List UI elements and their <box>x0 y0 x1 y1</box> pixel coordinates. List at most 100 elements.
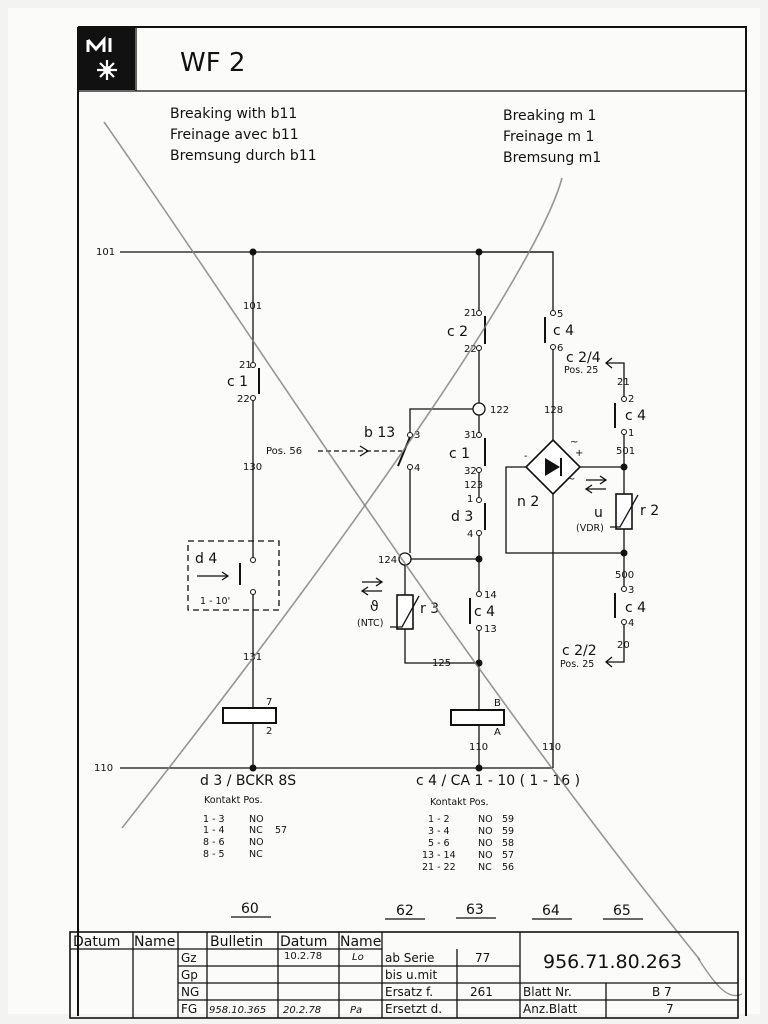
d3-contact-label: d 3 <box>451 509 473 525</box>
node-label-101: 101 <box>96 247 115 258</box>
d3-coil-terminal-2: 2 <box>266 726 272 737</box>
c4-mid-label: c 4 <box>474 604 495 620</box>
node-122 <box>472 402 486 416</box>
d3-terminal-1: 1 <box>467 494 473 505</box>
manufacturer-logo <box>79 28 135 90</box>
frame-top-right <box>78 26 747 1016</box>
c22-label: c 2/2 <box>562 643 597 659</box>
d3-coil-terminal-7: 7 <box>266 697 272 708</box>
d4-timer-box <box>187 540 280 611</box>
tb-anz-blatt-val: 7 <box>666 1002 674 1016</box>
svg-text:NO: NO <box>478 850 493 861</box>
right-table-row: 1 - 2 NO 59 <box>428 814 514 825</box>
tb-drawing-number: 956.71.80.263 <box>543 951 682 973</box>
tb-gp: Gp <box>181 968 198 982</box>
wire-125: 125 <box>432 658 451 669</box>
c2-terminal-21: 21 <box>464 308 477 319</box>
svg-text:8 - 6: 8 - 6 <box>203 837 225 848</box>
left-table-title: d 3 / BCKR 8S <box>200 773 296 789</box>
svg-text:58: 58 <box>502 838 514 849</box>
c24-label: c 2/4 <box>566 350 601 366</box>
svg-text:NO: NO <box>478 826 493 837</box>
svg-text:NC: NC <box>249 825 263 836</box>
c4-mid-terminal-14: 14 <box>484 590 497 601</box>
tb-fg: FG <box>181 1002 197 1016</box>
r2-vdr-resistor <box>615 493 633 530</box>
svg-text:59: 59 <box>502 826 514 837</box>
wire-124: 124 <box>378 555 397 566</box>
svg-text:8 - 5: 8 - 5 <box>203 849 225 860</box>
c4-r1-terminal-21: 21 <box>617 377 630 388</box>
n2-label: n 2 <box>517 494 539 510</box>
svg-text:~: ~ <box>567 474 575 485</box>
right-branch: 5 6 c 4 128 ~ ~ - + n 2 110 <box>479 251 624 768</box>
c4-top-terminal-6: 6 <box>557 343 563 354</box>
wire-110a: 110 <box>469 742 488 753</box>
right-heading: Breaking m 1 Freinage m 1 Bremsung m1 <box>503 108 601 166</box>
svg-text:~: ~ <box>570 437 578 448</box>
tb-anz-blatt: Anz.Blatt <box>523 1002 578 1016</box>
svg-text:56: 56 <box>502 862 514 873</box>
svg-text:1 - 3: 1 - 3 <box>203 814 225 825</box>
wire-130: 130 <box>243 462 262 473</box>
right-table-row: 13 - 14 NO 57 <box>422 850 514 861</box>
tb-gz-sign: Lo <box>352 952 364 963</box>
tb-gz: Gz <box>181 951 197 965</box>
left-table-row: 1 - 4 NC 57 <box>203 825 287 836</box>
right-heading-de: Bremsung m1 <box>503 150 601 166</box>
d3-relay-coil <box>222 707 277 724</box>
r2-type: (VDR) <box>576 523 604 534</box>
c4-top-label: c 4 <box>553 323 574 339</box>
svg-text:-: - <box>524 451 528 462</box>
r3-type: (NTC) <box>357 618 383 629</box>
title-block: Datum Name Bulletin Datum Name Gz Gp NG … <box>69 931 739 1019</box>
right-table-header: Kontakt Pos. <box>430 797 489 808</box>
tb-fg-sign: Pa <box>350 1005 362 1016</box>
c4-r2-terminal-4: 4 <box>628 618 634 629</box>
paper <box>8 8 760 1014</box>
right-table-title: c 4 / CA 1 - 10 ( 1 - 16 ) <box>416 773 580 789</box>
position-markers: 60 62 63 64 65 <box>231 901 643 920</box>
c22-position: Pos. 25 <box>560 659 594 670</box>
wire-128: 128 <box>544 405 563 416</box>
r2-symbol: u <box>594 505 603 521</box>
wire-101: 101 <box>243 301 262 312</box>
right-contact-table: c 4 / CA 1 - 10 ( 1 - 16 ) Kontakt Pos. … <box>416 773 580 873</box>
tb-datum2: Datum <box>280 934 327 950</box>
b13-position: Pos. 56 <box>266 446 302 457</box>
c4-r1-terminal-1: 1 <box>628 428 634 439</box>
svg-text:NO: NO <box>249 837 264 848</box>
left-table-row: 8 - 6 NO <box>203 837 264 848</box>
right-heading-en: Breaking m 1 <box>503 108 596 124</box>
tb-bis-umit: bis u.mit <box>385 968 437 982</box>
tb-ng: NG <box>181 985 199 999</box>
svg-text:21 - 22: 21 - 22 <box>422 862 456 873</box>
left-table-row: 8 - 5 NC <box>203 849 263 860</box>
tb-datum: Datum <box>73 934 120 950</box>
c1-mid-terminal-31: 31 <box>464 430 477 441</box>
svg-text:57: 57 <box>275 825 287 836</box>
d3-terminal-4: 4 <box>467 529 473 540</box>
tb-ab-serie: ab Serie <box>385 951 434 965</box>
wire-122: 122 <box>490 405 509 416</box>
left-branch: 101 21 22 c 1 130 d 4 1 - 10' 131 7 2 <box>187 248 280 772</box>
left-heading-fr: Freinage avec b11 <box>170 127 299 143</box>
tb-blatt-nr-val: B 7 <box>652 985 672 999</box>
svg-text:57: 57 <box>502 850 514 861</box>
c1-mid-label: c 1 <box>449 446 470 462</box>
tb-fg-bulletin: 958.10.365 <box>209 1005 266 1016</box>
c4-top-terminal-5: 5 <box>557 309 563 320</box>
tb-ersetzt: Ersetzt d. <box>385 1002 442 1016</box>
c4-r1-label: c 4 <box>625 408 646 424</box>
r2-label: r 2 <box>640 503 659 519</box>
d4-label: d 4 <box>195 551 217 567</box>
tb-ersatz-val: 261 <box>470 985 493 999</box>
c1-mid-terminal-32: 32 <box>464 466 477 477</box>
middle-branch: 21 22 c 2 122 31 32 c 1 123 1 4 d 3 14 1… <box>410 248 509 772</box>
c4-r2-label: c 4 <box>625 600 646 616</box>
tb-name: Name <box>134 934 175 950</box>
node-label-110: 110 <box>94 763 113 774</box>
position-62: 62 <box>396 903 414 919</box>
svg-text:59: 59 <box>502 814 514 825</box>
